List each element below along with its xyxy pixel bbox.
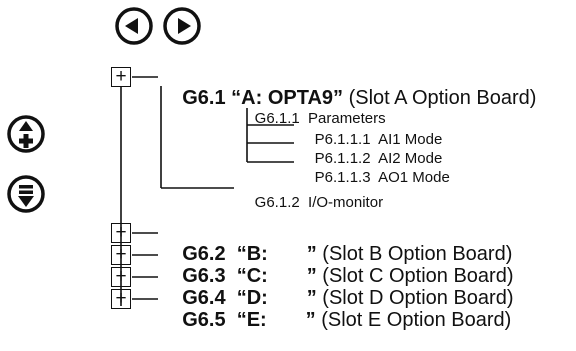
up-plus-icon[interactable] xyxy=(6,114,46,154)
param-code: P6.1.1.2 xyxy=(314,150,371,167)
param-ai2-mode[interactable]: P6.1.1.2 AI2 Mode xyxy=(298,136,443,181)
group-name: “B: ” xyxy=(236,243,317,265)
arrow-left-icon[interactable] xyxy=(114,6,154,46)
group-row-g63[interactable]: G6.3 “C: ” (Slot C Option Board) xyxy=(160,246,513,306)
group-code: G6.5 xyxy=(182,309,226,331)
group-code: G6.3 xyxy=(182,265,226,287)
param-ao1-mode[interactable]: P6.1.1.3 AO1 Mode xyxy=(298,155,450,200)
group-code: G6.4 xyxy=(182,287,226,309)
group-name: “E: ” xyxy=(236,309,316,331)
param-ai1-mode[interactable]: P6.1.1.1 AI1 Mode xyxy=(298,117,443,162)
param-code: P6.1.1.1 xyxy=(314,131,371,148)
group-name: “A: OPTA9” xyxy=(231,87,344,109)
group-row-g65[interactable]: G6.5 “E: ” (Slot E Option Board) xyxy=(160,290,511,350)
expand-g63-button[interactable]: + xyxy=(111,245,131,265)
subgroup-parameters[interactable]: G6.1.1 Parameters xyxy=(238,96,386,141)
group-row-g64[interactable]: G6.4 “D: ” (Slot D Option Board) xyxy=(160,268,513,328)
menu-tree-diagram: + + + + + G6.1 “A: OPTA9” (Slot A Option… xyxy=(6,6,536,330)
group-desc: (Slot D Option Board) xyxy=(322,287,514,309)
group-desc: (Slot E Option Board) xyxy=(321,309,512,331)
param-label: AI1 Mode xyxy=(378,131,443,148)
expand-g61-button[interactable]: + xyxy=(111,67,131,87)
group-desc: (Slot C Option Board) xyxy=(322,265,514,287)
expand-g62-button[interactable]: + xyxy=(111,223,131,243)
group-name: “D: ” xyxy=(236,287,317,309)
group-desc: (Slot B Option Board) xyxy=(322,243,513,265)
group-desc: (Slot A Option Board) xyxy=(348,87,537,109)
subgroup-label: Parameters xyxy=(308,110,386,127)
group-code: G6.2 xyxy=(182,243,226,265)
subgroup-code: G6.1.2 xyxy=(254,194,300,211)
expand-g64-button[interactable]: + xyxy=(111,267,131,287)
group-row-g61[interactable]: G6.1 “A: OPTA9” (Slot A Option Board) xyxy=(160,68,536,128)
group-name: “C: ” xyxy=(236,265,317,287)
param-label: AO1 Mode xyxy=(378,169,450,186)
arrow-right-icon[interactable] xyxy=(162,6,202,46)
group-row-g62[interactable]: G6.2 “B: ” (Slot B Option Board) xyxy=(160,224,512,284)
param-label: AI2 Mode xyxy=(378,150,443,167)
subgroup-io-monitor[interactable]: G6.1.2 I/O-monitor xyxy=(238,180,383,225)
expand-g65-button[interactable]: + xyxy=(111,289,131,309)
tree-connectors xyxy=(120,76,294,306)
down-icon[interactable] xyxy=(6,174,46,214)
param-code: P6.1.1.3 xyxy=(314,169,371,186)
group-code: G6.1 xyxy=(182,87,226,109)
subgroup-code: G6.1.1 xyxy=(254,110,300,127)
subgroup-label: I/O-monitor xyxy=(308,194,384,211)
